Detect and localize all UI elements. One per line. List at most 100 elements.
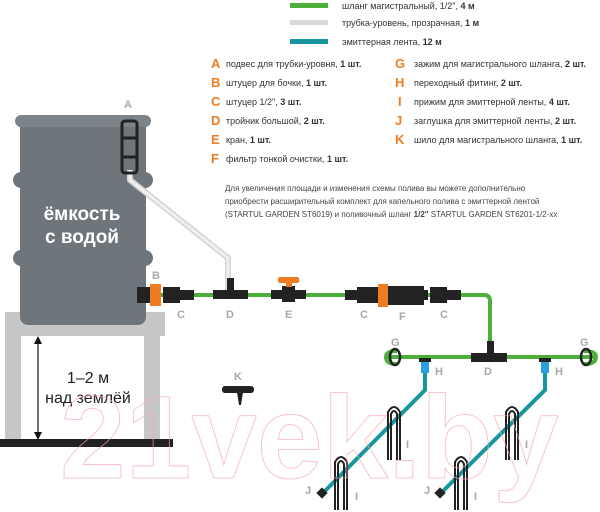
label-text: D bbox=[211, 113, 220, 128]
barrel-connector bbox=[137, 287, 151, 303]
water-tank: ёмкость с водой bbox=[13, 115, 153, 325]
label-text: F bbox=[399, 311, 406, 323]
watermark: 21vek.by bbox=[60, 372, 559, 504]
label-text: H bbox=[395, 75, 404, 90]
label-text: J bbox=[424, 485, 430, 497]
label-text: D bbox=[226, 309, 234, 321]
label-text: приобрести расширительный комплект для к… bbox=[225, 197, 539, 206]
legend-swatch-emitter bbox=[290, 39, 328, 44]
label-text: G bbox=[395, 56, 405, 71]
plug-j bbox=[434, 487, 446, 499]
valve-e bbox=[271, 277, 306, 302]
label-text: C bbox=[360, 309, 368, 321]
label-text: C bbox=[440, 309, 448, 321]
label-text: 1–2 м bbox=[67, 370, 109, 387]
label-text: E bbox=[211, 132, 220, 147]
label-text: A bbox=[124, 99, 132, 111]
pin-i bbox=[454, 456, 468, 510]
fitting-h bbox=[539, 358, 551, 373]
fitting-c bbox=[430, 287, 461, 303]
legend-swatch-tube bbox=[290, 20, 328, 25]
plug-j bbox=[316, 487, 328, 499]
tee-d bbox=[213, 278, 248, 299]
legend-swatch-hose bbox=[290, 3, 328, 8]
fitting-h bbox=[419, 358, 431, 373]
label-text: A bbox=[211, 56, 221, 71]
legend-item: трубка-уровень, прозрачная, 1 м bbox=[342, 18, 479, 28]
label-text: G bbox=[391, 337, 400, 349]
fitting-c bbox=[345, 287, 378, 303]
label-text: прижим для эмиттерной ленты, 4 шт. bbox=[414, 97, 570, 107]
label-text: K bbox=[395, 132, 405, 147]
label-text: I bbox=[525, 439, 528, 451]
tube-hanger bbox=[120, 119, 139, 175]
label-text: I bbox=[355, 491, 358, 503]
ground bbox=[0, 439, 173, 447]
legend-item: эмиттерная лента, 12 м bbox=[342, 37, 442, 47]
tank-label: с водой bbox=[45, 227, 119, 248]
legend-item: шланг магистральный, 1/2", 4 м bbox=[342, 1, 475, 11]
pin-i bbox=[505, 406, 519, 460]
emitter-tape bbox=[438, 372, 547, 496]
label-text: подвес для трубки-уровня, 1 шт. bbox=[226, 59, 361, 69]
filter-f-ring bbox=[378, 284, 388, 307]
filter-f bbox=[388, 286, 428, 305]
label-text: B bbox=[152, 270, 160, 282]
label-text: заглушка для эмиттерной ленты, 2 шт. bbox=[414, 116, 576, 126]
fitting-b bbox=[150, 284, 161, 306]
label-text: J bbox=[395, 113, 402, 128]
label-text: штуцер для бочки, 1 шт. bbox=[226, 78, 327, 88]
label-text: H bbox=[555, 366, 563, 378]
label-text: J bbox=[305, 485, 311, 497]
label-text: I bbox=[406, 439, 409, 451]
label-text: фильтр тонкой очистки, 1 шт. bbox=[226, 154, 348, 164]
label-text: F bbox=[211, 151, 219, 166]
pin-i bbox=[334, 456, 348, 510]
label-text: I bbox=[474, 491, 477, 503]
label-text: C bbox=[177, 309, 185, 321]
emitter-tape bbox=[320, 372, 427, 496]
label-text: D bbox=[484, 366, 492, 378]
label-text: G bbox=[580, 337, 589, 349]
awl-k bbox=[222, 386, 254, 405]
pin-i bbox=[387, 406, 401, 460]
tank-label: ёмкость bbox=[44, 204, 121, 225]
label-text: (STARTUL GARDEN ST6019) и поливочный шла… bbox=[225, 210, 557, 219]
label-text: штуцер 1/2", 3 шт. bbox=[226, 97, 301, 107]
clip-g bbox=[579, 347, 599, 367]
label-text: шило для магистрального шланга, 1 шт. bbox=[414, 135, 582, 145]
label-text: переходный фитинг, 2 шт. bbox=[414, 78, 522, 88]
main-hose bbox=[160, 293, 492, 357]
label-text: зажим для магистрального шланга, 2 шт. bbox=[414, 59, 586, 69]
diagram-labels: A B C D E C F C G G H H D I I I I J J K bbox=[124, 99, 589, 503]
label-text: Для увеличения площади и изменения схемы… bbox=[225, 184, 526, 193]
label-text: тройник большой, 2 шт. bbox=[226, 116, 325, 126]
legend: шланг магистральный, 1/2", 4 м трубка-ур… bbox=[290, 1, 479, 47]
label-text: C bbox=[211, 94, 221, 109]
label-text: K bbox=[234, 371, 242, 383]
label-text: I bbox=[398, 94, 402, 109]
label-text: E bbox=[285, 309, 292, 321]
clip-g bbox=[383, 347, 402, 367]
label-text: кран, 1 шт. bbox=[226, 135, 271, 145]
note: Для увеличения площади и изменения схемы… bbox=[225, 184, 557, 219]
label-text: над землёй bbox=[45, 390, 131, 407]
height-indicator: 1–2 м над землёй bbox=[34, 336, 131, 440]
label-text: B bbox=[211, 75, 220, 90]
tee-d bbox=[471, 341, 507, 362]
